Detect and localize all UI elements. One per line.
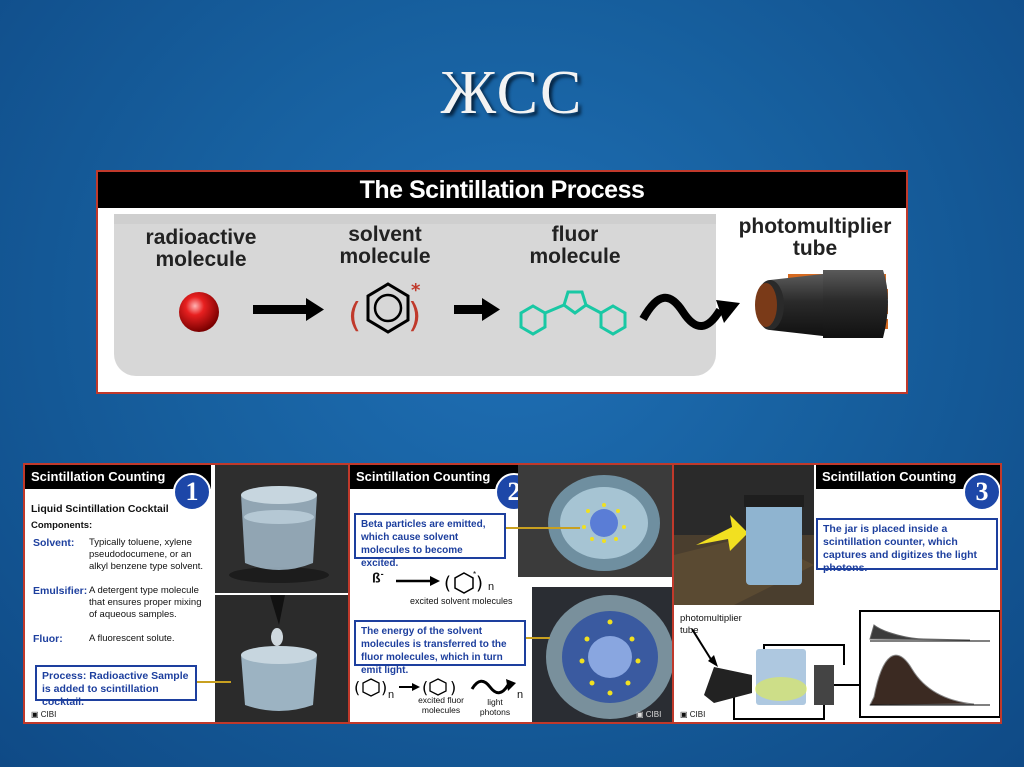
cocktail-heading: Liquid Scintillation Cocktail [31,503,169,515]
component-desc: A fluorescent solute. [89,633,213,645]
light-photons-label: light photons [478,697,512,717]
svg-text:): ) [408,296,421,336]
dropper-image [215,595,350,724]
subscript-n: n [388,689,394,701]
components-label: Components: [31,520,92,532]
excited-solvent-label: excited solvent molecules [410,595,513,607]
vial-bottom-image [532,587,674,724]
arrow-icon [506,527,580,529]
counter-setup-icon [674,605,1002,724]
arrow-icon [526,637,550,639]
component-desc: A detergent type molecule that ensures p… [89,585,209,621]
arrow-icon [253,298,324,321]
energy-transfer-box: The energy of the solvent molecules is t… [354,620,526,666]
component-name: Fluor: [33,633,63,645]
panel-1: Scintillation Counting 1 Liquid Scintill… [23,463,350,724]
svg-text:): ) [381,678,387,697]
component-name: Solvent: [33,537,74,549]
panel-3-number: 3 [963,473,1001,511]
svg-text:(: ( [348,296,361,336]
svg-text:): ) [476,573,483,594]
vial-bottom-icon [532,587,674,724]
radioactive-ball-icon [179,292,219,332]
subscript-n: n [488,581,494,593]
slide-title: ЖСС [0,58,1024,129]
counter-description-box: The jar is placed inside a scintillation… [816,518,998,570]
component-name: Emulsifier: [33,585,87,597]
fluor-molecule-icon [521,292,625,334]
cibi-logo: ▣ CIBI [31,710,56,719]
panel-1-number: 1 [173,473,211,511]
process-box: Process: Radioactive Sample is added to … [35,665,197,701]
subscript-n: n [517,689,523,701]
excited-fluor-label: excited fluor molecules [418,695,464,715]
vial-top-image [518,465,674,577]
svg-text:*: * [473,570,476,579]
svg-text:*: * [411,280,421,301]
beaker-icon [215,465,350,593]
process-graphics: ( ) * [98,172,906,392]
vial-top-icon [518,465,674,577]
component-desc: Typically toluene, xylene pseudodocumene… [89,537,213,573]
arrow-icon [454,298,500,321]
svg-text:(: ( [354,678,360,697]
cibi-logo: ▣ CIBI [680,710,705,719]
counter-icon [674,465,814,605]
panel-2-title: Scintillation Counting [350,465,518,489]
panel-2: Scintillation Counting 2 Beta particles … [348,463,674,724]
benzene-icon: ( ) * [348,280,421,336]
counter-image [674,465,814,605]
light-wave-icon [643,298,720,326]
beta-symbol: ß- [372,569,384,586]
svg-text:(: ( [444,573,451,594]
beaker-image [215,465,350,593]
beta-emission-box: Beta particles are emitted, which cause … [354,513,506,559]
dropper-icon [215,595,350,724]
cibi-logo: ▣ CIBI [636,710,661,719]
photomultiplier-icon [755,270,888,338]
panel-3: Scintillation Counting 3 The jar is plac… [672,463,1002,724]
arrow-icon [197,681,231,683]
